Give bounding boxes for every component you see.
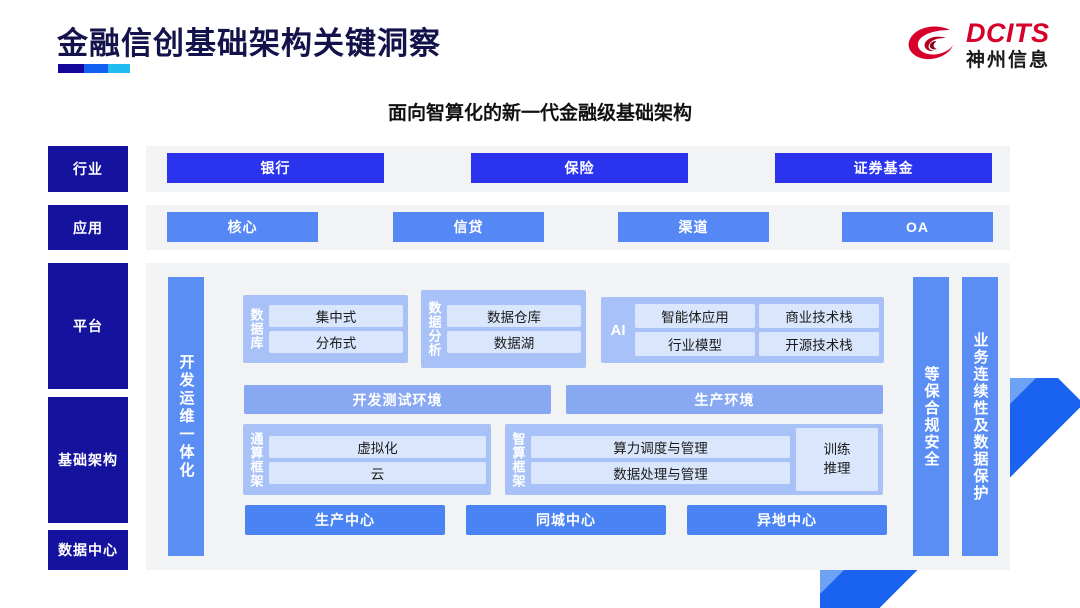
title-underline-rule (58, 64, 130, 73)
page-title: 金融信创基础架构关键洞察 (57, 26, 441, 61)
sidebar-item-label: 行业 (73, 161, 103, 177)
framework-intelligent-label: 智算框架 (510, 431, 526, 488)
ai-cell-commercial-stack[interactable]: 商业技术栈 (759, 304, 879, 328)
environment-bar-dev-test[interactable]: 开发测试环境 (244, 385, 551, 414)
sidebar-item-label: 基础架构 (58, 452, 118, 468)
chip-label: 保险 (564, 160, 595, 176)
side-box-line-train: 训练 (823, 442, 851, 458)
ai-cell-opensource-stack[interactable]: 开源技术栈 (759, 332, 879, 356)
framework-general-computing: 通算框架 虚拟化 云 (243, 424, 491, 495)
analysis-item-data-lake[interactable]: 数据湖 (447, 331, 581, 353)
industry-chip-bank[interactable]: 银行 (167, 153, 384, 183)
environment-bar-production[interactable]: 生产环境 (566, 385, 883, 414)
sidebar-item-label: 应用 (73, 219, 103, 236)
right-bar-compliance-security[interactable]: 等保合规安全 (913, 277, 949, 556)
intelligent-framework-item-compute-scheduling[interactable]: 算力调度与管理 (531, 435, 790, 458)
database-item-centralized[interactable]: 集中式 (269, 305, 403, 327)
devops-bar-label: 开发运维一体化 (177, 353, 195, 480)
devops-vertical-bar[interactable]: 开发运维一体化 (168, 277, 204, 556)
group-database: 数据库 集中式 分布式 (243, 295, 408, 363)
application-chip-channel[interactable]: 渠道 (618, 212, 769, 242)
side-box-line-infer: 推理 (823, 460, 851, 476)
chip-label: 生产中心 (315, 512, 375, 528)
chip-label: 信贷 (453, 219, 484, 235)
industry-chip-insurance[interactable]: 保险 (471, 153, 688, 183)
right-bar-business-continuity[interactable]: 业务连续性及数据保护 (962, 277, 998, 556)
application-chip-core[interactable]: 核心 (167, 212, 318, 242)
right-bar-label: 等保合规安全 (922, 365, 940, 468)
industry-chip-securities-fund[interactable]: 证券基金 (775, 153, 992, 183)
application-chip-credit[interactable]: 信贷 (393, 212, 544, 242)
datacenter-chip-remote[interactable]: 异地中心 (687, 505, 887, 535)
chip-label: 渠道 (678, 219, 709, 235)
datacenter-chip-metro[interactable]: 同城中心 (466, 505, 666, 535)
environment-label: 生产环境 (694, 391, 755, 408)
chip-label: 同城中心 (536, 512, 596, 528)
group-ai: AI 智能体应用 商业技术栈 行业模型 开源技术栈 (601, 297, 884, 363)
datacenter-chip-production[interactable]: 生产中心 (245, 505, 445, 535)
right-bar-label: 业务连续性及数据保护 (971, 331, 989, 502)
sidebar-item-infrastructure[interactable]: 基础架构 (48, 397, 128, 523)
framework-intelligent-computing: 智算框架 算力调度与管理 数据处理与管理 训练 推理 (505, 424, 883, 495)
sidebar-item-application[interactable]: 应用 (48, 205, 128, 250)
sidebar-item-industry[interactable]: 行业 (48, 146, 128, 192)
intelligent-framework-train-infer-box[interactable]: 训练 推理 (796, 428, 878, 491)
page-subtitle: 面向智算化的新一代金融级基础架构 (387, 103, 692, 124)
environment-label: 开发测试环境 (352, 391, 443, 408)
group-data-analysis: 数据分析 数据仓库 数据湖 (421, 290, 586, 368)
analysis-item-data-warehouse[interactable]: 数据仓库 (447, 305, 581, 327)
group-ai-label: AI (610, 321, 626, 339)
sidebar-item-platform[interactable]: 平台 (48, 263, 128, 389)
sidebar-item-label: 平台 (73, 318, 103, 334)
general-framework-item-virtualization[interactable]: 虚拟化 (269, 435, 486, 458)
brand-logo: DCITS 神州信息 (906, 20, 1050, 70)
ai-cell-industry-model[interactable]: 行业模型 (635, 332, 755, 356)
database-item-distributed[interactable]: 分布式 (269, 331, 403, 353)
sidebar-item-datacenter[interactable]: 数据中心 (48, 530, 128, 570)
dcits-swirl-icon (906, 21, 958, 69)
general-framework-item-cloud[interactable]: 云 (269, 461, 486, 484)
logo-en-text: DCITS (965, 18, 1050, 48)
chip-label: 银行 (260, 160, 291, 176)
group-database-label: 数据库 (248, 308, 264, 350)
framework-general-label: 通算框架 (248, 431, 264, 488)
sidebar-item-label: 数据中心 (58, 542, 118, 558)
intelligent-framework-item-data-processing[interactable]: 数据处理与管理 (531, 461, 790, 484)
chip-label: OA (906, 219, 929, 235)
chip-label: 证券基金 (853, 160, 914, 176)
chip-label: 核心 (227, 219, 258, 235)
chip-label: 异地中心 (757, 512, 817, 528)
group-data-analysis-label: 数据分析 (426, 301, 442, 357)
ai-cell-agent-application[interactable]: 智能体应用 (635, 304, 755, 328)
logo-cn-text: 神州信息 (965, 50, 1050, 71)
application-chip-oa[interactable]: OA (842, 212, 993, 242)
